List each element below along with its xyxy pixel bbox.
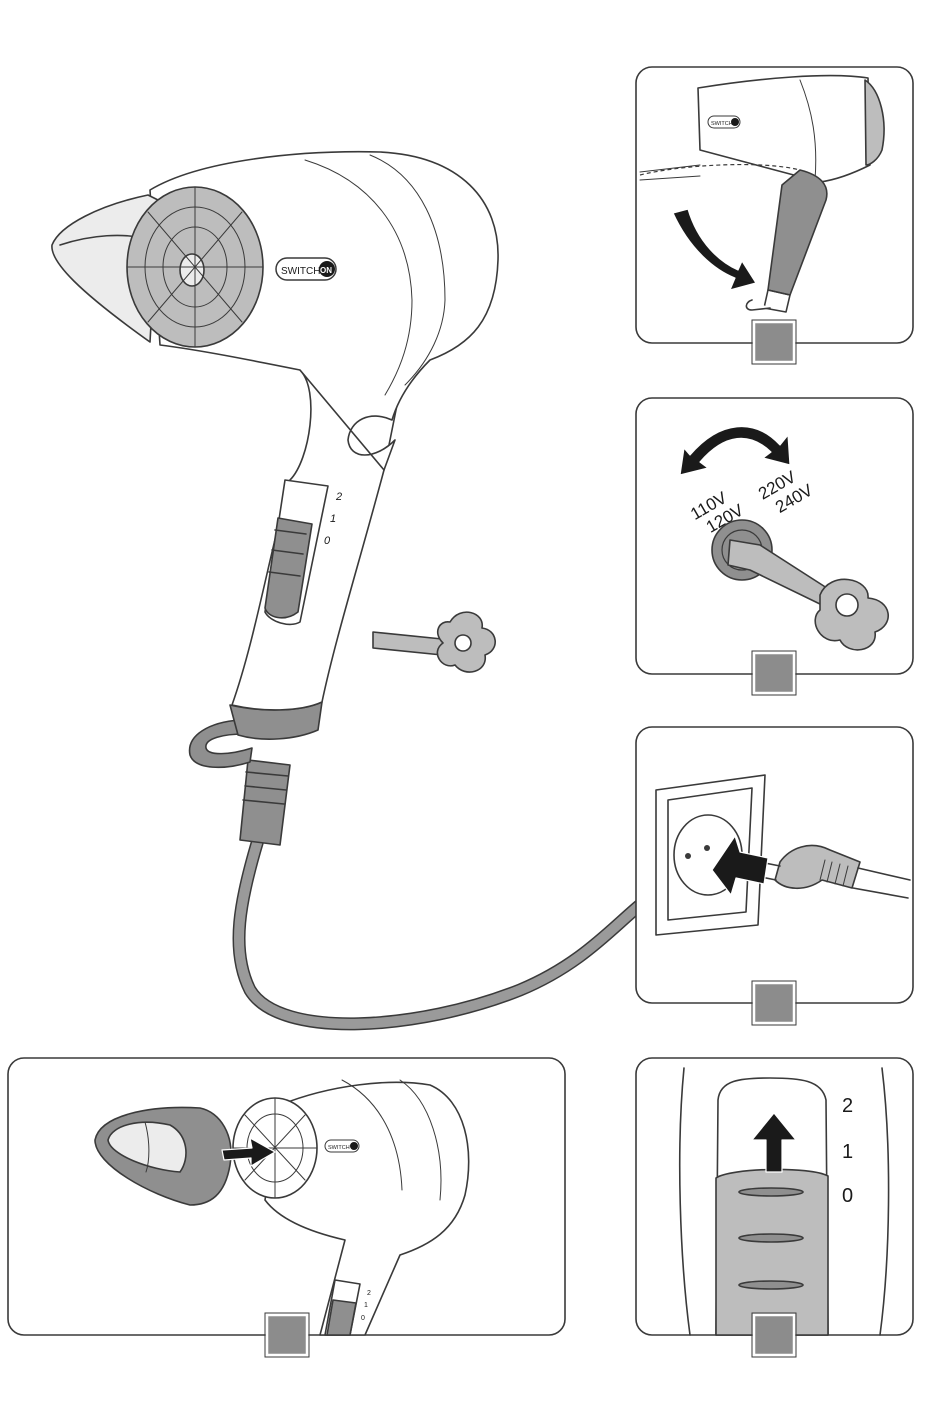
mini-logo-2: SWITCH (325, 1140, 359, 1152)
speed-label-2: 2 (335, 491, 342, 503)
svg-text:ON: ON (320, 266, 332, 275)
switch-speed-2: 2 (842, 1095, 853, 1117)
step-marker-5 (754, 1315, 794, 1355)
mini-speed-0: 0 (361, 1315, 365, 1322)
mini-speed-2: 2 (367, 1290, 371, 1297)
brand-logo: SWITCH ON (276, 258, 336, 280)
step-marker-3 (754, 983, 794, 1023)
panel-voltage-selector: 110V 120V 220V 240V (636, 398, 913, 695)
step-marker-2 (754, 653, 794, 693)
svg-text:SWITCH: SWITCH (328, 1145, 350, 1151)
mini-logo: SWITCH (708, 116, 740, 128)
power-cord (239, 840, 640, 1024)
speed-label-1: 1 (330, 513, 336, 525)
panel-fold-handle: SWITCH (636, 67, 913, 364)
switch-speed-1: 1 (842, 1141, 853, 1163)
step-marker-4 (267, 1315, 307, 1355)
voltage-key (373, 612, 495, 672)
svg-text:SWITCH: SWITCH (281, 266, 320, 277)
speed-label-0: 0 (324, 535, 331, 547)
panel-speed-switch: 2 1 0 (636, 1058, 913, 1357)
svg-text:SWITCH: SWITCH (711, 121, 733, 127)
main-hair-dryer: SWITCH ON 2 1 0 (52, 152, 640, 1024)
step-marker-1 (754, 322, 794, 362)
switch-speed-0: 0 (842, 1185, 853, 1207)
panel-attach-concentrator: SWITCH 2 1 0 (8, 1058, 565, 1357)
panel-plug-in (636, 727, 913, 1025)
mini-speed-1: 1 (364, 1302, 368, 1309)
